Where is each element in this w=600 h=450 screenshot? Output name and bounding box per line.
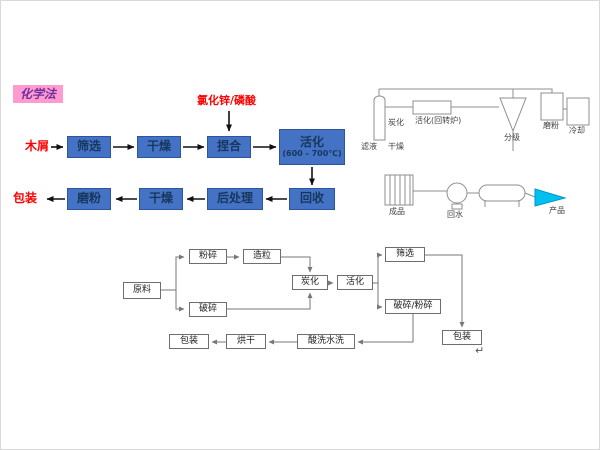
step-drying-2: 干燥 [139, 188, 183, 210]
input-material-label: 木屑 [25, 139, 50, 153]
step-label: 干燥 [148, 191, 173, 206]
bottom-step-granulate: 造粒 [243, 249, 281, 264]
equipment-label-dry: 干燥 [388, 142, 404, 151]
bottom-step-crush-grind: 破碎/粉碎 [385, 299, 441, 314]
step-sublabel: (600 - 700℃) [282, 149, 342, 159]
additive-label: 氯化锌/磷酸 [197, 94, 257, 107]
step-kneading: 捏合 [207, 136, 251, 158]
step-drying-1: 干燥 [137, 136, 181, 158]
step-post-treatment: 后处理 [207, 188, 263, 210]
chem-flow-arrows [46, 111, 315, 202]
bottom-flow-connectors [161, 252, 465, 345]
bottom-step-carbonize: 炭化 [292, 275, 328, 290]
equipment-label-finished: 成品 [389, 207, 405, 216]
bottom-step-crush-bottom: 破碎 [189, 302, 227, 317]
step-label: 活化 [299, 134, 324, 149]
carbonize-tower [373, 95, 386, 141]
equipment-label-cool: 冷却 [569, 126, 585, 135]
product-flag [534, 188, 567, 207]
step-label: 后处理 [216, 191, 253, 206]
return-symbol: ↵ [475, 344, 485, 357]
equipment-label-carbonize: 炭化 [388, 118, 404, 127]
step-label: 回收 [299, 191, 324, 206]
step-label: 筛选 [76, 139, 101, 154]
dryer-cylinder [478, 184, 526, 202]
equipment-sketch [373, 88, 590, 210]
equipment-label-mill: 磨粉 [543, 121, 559, 130]
equipment-label-water-return: 回水 [447, 210, 463, 219]
equipment-label-activate-kiln: 活化(回转炉) [415, 116, 462, 125]
bottom-step-pack-left: 包装 [169, 334, 209, 349]
step-label: 捏合 [216, 139, 241, 154]
step-activation: 活化 (600 - 700℃) [279, 129, 345, 165]
equipment-label-product: 产品 [549, 206, 565, 215]
cooler-box [566, 97, 590, 126]
step-label: 干燥 [146, 139, 171, 154]
bottom-step-dry: 烘干 [226, 334, 266, 349]
step-grinding: 磨粉 [67, 188, 111, 210]
step-recovery: 回收 [289, 188, 335, 210]
filter-press [384, 174, 414, 206]
bottom-step-activate: 活化 [337, 275, 373, 290]
equipment-label-filtrate: 滤液 [361, 142, 377, 151]
step-screening: 筛选 [67, 136, 111, 158]
bottom-step-raw-material: 原料 [123, 282, 161, 299]
bottom-step-crush-top: 粉碎 [189, 249, 227, 264]
mill-box [540, 92, 564, 121]
bottom-step-screen-select: 筛选 [385, 247, 425, 262]
round-vessel [446, 182, 468, 204]
method-title: 化学法 [13, 85, 64, 104]
equipment-label-classify: 分级 [504, 133, 520, 142]
bottom-step-acid-wash: 酸洗水洗 [297, 334, 355, 349]
output-package-label: 包装 [13, 191, 38, 205]
cyclone [499, 97, 527, 133]
step-label: 磨粉 [76, 191, 101, 206]
bottom-step-pack-right: 包装 [442, 330, 482, 345]
rotary-kiln [412, 100, 452, 115]
